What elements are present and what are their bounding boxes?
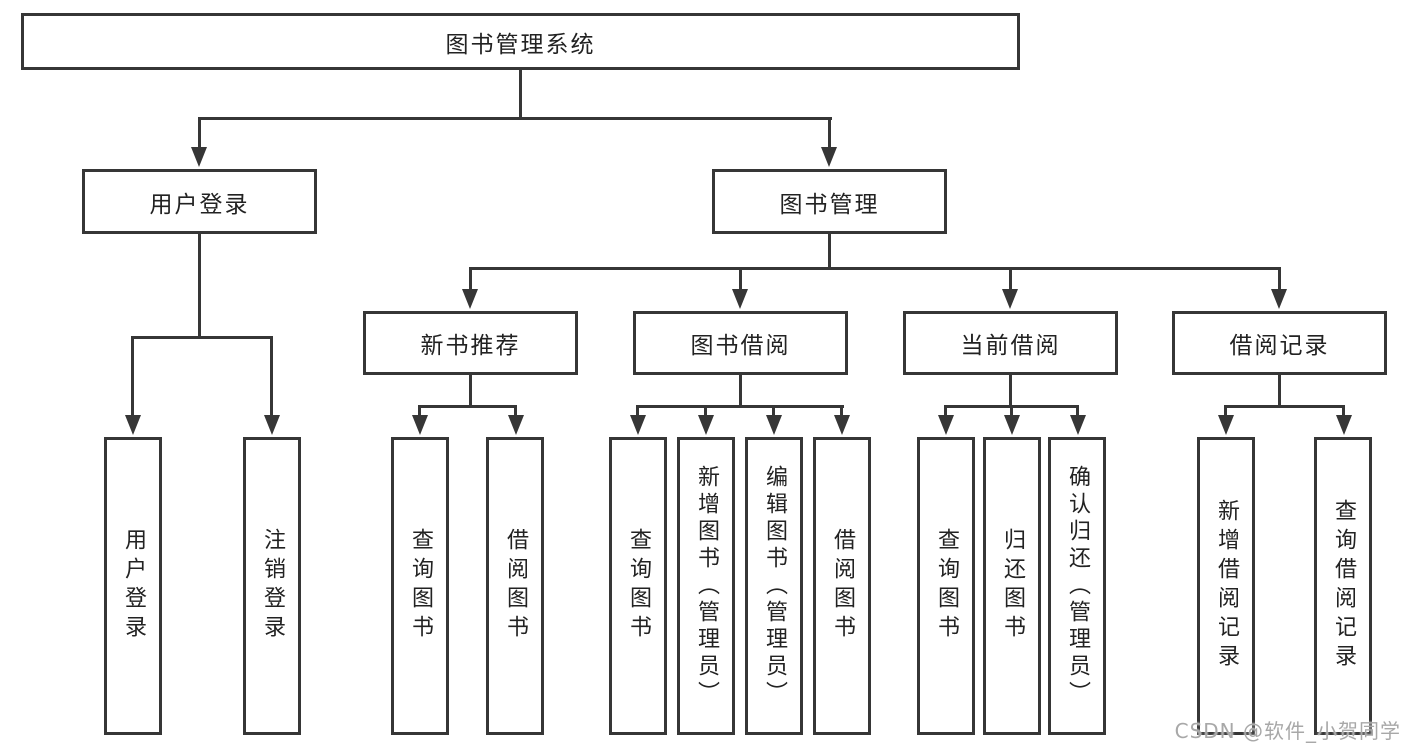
leaf-return-books: 归还图书 [983, 437, 1041, 735]
connector-line [469, 267, 1281, 270]
leaf-borrow-books-borrowing: 借阅图书 [813, 437, 871, 735]
node-label: 查询图书 [934, 528, 959, 644]
leaf-confirm-return-admin: 确认归还（管理员） [1048, 437, 1106, 735]
connector-line [636, 405, 639, 417]
connector-line [1278, 375, 1281, 408]
connector-line [739, 375, 742, 408]
leaf-add-borrow-record: 新增借阅记录 [1197, 437, 1255, 735]
node-label: 图书借阅 [690, 333, 791, 359]
node-book-borrowing: 图书借阅 [633, 311, 848, 375]
arrowhead-icon [1002, 289, 1018, 309]
leaf-add-books-admin: 新增图书（管理员） [677, 437, 735, 735]
leaf-query-books-recommend: 查询图书 [391, 437, 449, 735]
connector-line [1010, 405, 1013, 417]
node-label: 查询借阅记录 [1331, 499, 1356, 673]
node-label: 新增图书（管理员） [694, 464, 719, 708]
node-label: 查询图书 [408, 528, 433, 644]
connector-line [1224, 405, 1227, 417]
node-label: 借阅图书 [503, 528, 528, 644]
node-library-management-system: 图书管理系统 [21, 13, 1020, 70]
connector-line [198, 117, 201, 149]
node-label: 新增借阅记录 [1214, 499, 1239, 673]
connector-line [270, 336, 273, 418]
connector-line [514, 405, 517, 417]
connector-line [418, 405, 421, 417]
arrowhead-icon [698, 415, 714, 435]
arrowhead-icon [1271, 289, 1287, 309]
arrowhead-icon [732, 289, 748, 309]
node-label: 借阅图书 [830, 528, 855, 644]
node-label: 新书推荐 [420, 333, 521, 359]
node-label: 查询图书 [626, 528, 651, 644]
arrowhead-icon [412, 415, 428, 435]
leaf-edit-books-admin: 编辑图书（管理员） [745, 437, 803, 735]
node-new-book-recommend: 新书推荐 [363, 311, 578, 375]
node-user-login: 用户登录 [82, 169, 317, 234]
arrowhead-icon [938, 415, 954, 435]
node-current-borrowing: 当前借阅 [903, 311, 1118, 375]
node-borrowing-records: 借阅记录 [1172, 311, 1387, 375]
leaf-query-borrow-record: 查询借阅记录 [1314, 437, 1372, 735]
arrowhead-icon [834, 415, 850, 435]
node-label: 图书管理 [779, 191, 880, 218]
leaf-query-books-borrowing: 查询图书 [609, 437, 667, 735]
arrowhead-icon [191, 147, 207, 167]
connector-line [739, 267, 742, 291]
csdn-watermark: CSDN @软件_小贺同学 [1174, 719, 1401, 743]
connector-line [1009, 267, 1012, 291]
node-label: 图书管理系统 [445, 31, 596, 58]
arrowhead-icon [630, 415, 646, 435]
node-book-management: 图书管理 [712, 169, 947, 234]
connector-line [772, 405, 775, 417]
connector-line [469, 267, 472, 291]
connector-line [131, 336, 273, 339]
node-label: 编辑图书（管理员） [762, 464, 787, 708]
arrowhead-icon [462, 289, 478, 309]
arrowhead-icon [1218, 415, 1234, 435]
connector-line [418, 405, 517, 408]
node-label: 用户登录 [149, 191, 250, 218]
connector-line [519, 70, 522, 118]
connector-line [636, 405, 844, 408]
arrowhead-icon [1004, 415, 1020, 435]
arrowhead-icon [125, 415, 141, 435]
connector-line [828, 117, 831, 149]
node-label: 归还图书 [1000, 528, 1025, 644]
node-label: 当前借阅 [960, 333, 1061, 359]
leaf-user-login: 用户登录 [104, 437, 162, 735]
connector-line [1342, 405, 1345, 417]
arrowhead-icon [508, 415, 524, 435]
leaf-logout: 注销登录 [243, 437, 301, 735]
arrowhead-icon [766, 415, 782, 435]
connector-line [1009, 375, 1012, 408]
connector-line [840, 405, 843, 417]
connector-line [704, 405, 707, 417]
arrowhead-icon [264, 415, 280, 435]
arrowhead-icon [1336, 415, 1352, 435]
leaf-query-books-current: 查询图书 [917, 437, 975, 735]
arrowhead-icon [821, 147, 837, 167]
connector-line [1278, 267, 1281, 291]
connector-line [828, 234, 831, 270]
node-label: 注销登录 [260, 528, 285, 644]
node-label: 用户登录 [121, 528, 146, 644]
connector-line [1076, 405, 1079, 417]
connector-line [469, 375, 472, 408]
leaf-borrow-books-recommend: 借阅图书 [486, 437, 544, 735]
connector-line [944, 405, 947, 417]
connector-line [198, 234, 201, 339]
connector-line [131, 336, 134, 418]
connector-line [198, 117, 832, 120]
connector-line [1224, 405, 1345, 408]
arrowhead-icon [1070, 415, 1086, 435]
node-label: 确认归还（管理员） [1065, 464, 1090, 708]
node-label: 借阅记录 [1229, 333, 1330, 359]
